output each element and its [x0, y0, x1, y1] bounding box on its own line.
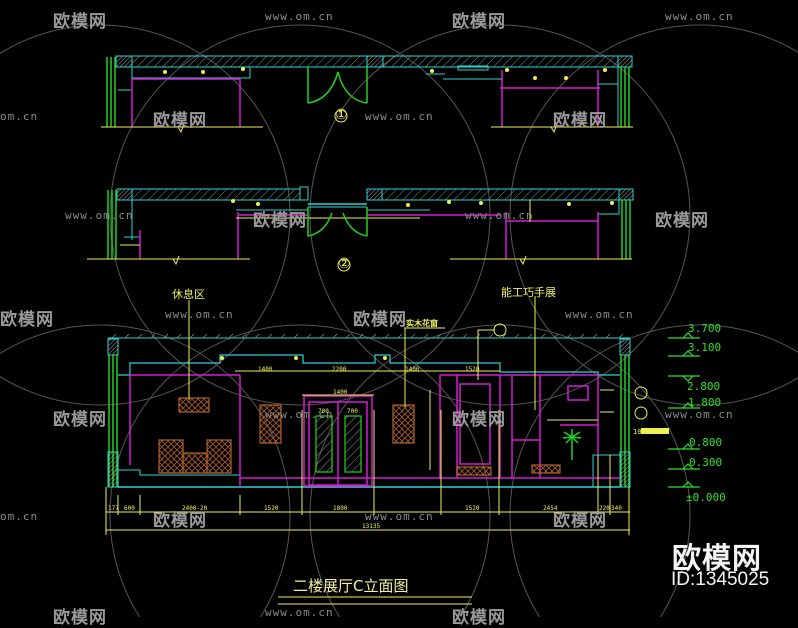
- dim-door-panel-left: 700: [318, 408, 329, 415]
- dim-top-3: 1400: [405, 366, 420, 373]
- dim-bottom-6: 1520: [465, 505, 480, 512]
- watermark-url: www.om.cn: [65, 209, 134, 222]
- watermark-url: www.om.cn: [265, 606, 334, 619]
- level-1800: 1.800: [688, 396, 722, 409]
- section-1-plan: [101, 55, 633, 134]
- watermark-logo: 欧模网: [553, 511, 607, 531]
- watermark-logo: 欧模网: [53, 12, 107, 32]
- level-3700: 3.700: [688, 322, 722, 335]
- watermark-url: www.om.cn: [265, 10, 334, 23]
- watermark-logo: 欧模网: [53, 608, 107, 628]
- brand-logo-text: 欧模网: [672, 541, 763, 575]
- label-wood-flower-window: 实木花窗: [406, 319, 438, 328]
- brand-id: ID:1345025: [671, 569, 770, 590]
- dim-bottom-2: 600: [124, 505, 135, 512]
- watermark-url: www.om.cn: [565, 308, 634, 321]
- watermark-url: om.cn: [0, 510, 39, 523]
- watermark-logo: 欧模网: [53, 410, 107, 430]
- watermark-logo: 欧模网: [452, 410, 506, 430]
- watermark-url: www.om.cn: [365, 110, 434, 123]
- dim-bottom-7: 2454: [543, 505, 558, 512]
- dim-top-2: 2200: [332, 366, 347, 373]
- level-2800: 2.800: [687, 380, 721, 393]
- dim-top-1: 1400: [258, 366, 273, 373]
- watermark-logo: 欧模网: [655, 211, 709, 231]
- dim-bottom-9: 340: [611, 505, 622, 512]
- watermark-circles: [0, 24, 798, 617]
- dim-total: 13135: [362, 523, 381, 530]
- section-2-plan: [87, 186, 634, 272]
- dim-top-4: 1520: [465, 366, 480, 373]
- dim-bottom-3: 2400-20: [182, 505, 208, 512]
- level-0300: 0.300: [689, 456, 723, 469]
- dim-bottom-5: 1800: [333, 505, 348, 512]
- watermark-logo: 欧模网: [452, 608, 506, 628]
- watermark-logo: 欧模网: [452, 12, 506, 32]
- watermark-logo: 欧模网: [353, 310, 407, 330]
- watermark-url: www.om.cn: [265, 408, 334, 421]
- section-marker-1: ①: [335, 107, 348, 123]
- label-rest-area: 休息区: [172, 288, 205, 301]
- dim-bottom-8: 220: [599, 505, 610, 512]
- tag-box-label: 10: [633, 428, 642, 436]
- watermark-url: www.om.cn: [465, 209, 534, 222]
- watermark-logo: 欧模网: [253, 211, 307, 231]
- section-marker-2: ②: [338, 256, 351, 272]
- dim-bottom-1: 177: [108, 505, 119, 512]
- watermark-url: www.om.cn: [365, 510, 434, 523]
- watermark-logo: 欧模网: [0, 310, 54, 330]
- watermark-logo: 欧模网: [153, 511, 207, 531]
- watermark-url: www.om.cn: [665, 408, 734, 421]
- dim-door-width: 1400: [333, 389, 348, 396]
- watermark-logo: 欧模网: [153, 111, 207, 131]
- watermark-logo: 欧模网: [553, 111, 607, 131]
- label-craft-display: 能工巧手展: [501, 286, 556, 299]
- dim-bottom-4: 1520: [264, 505, 279, 512]
- level-3100: 3.100: [688, 341, 722, 354]
- level-0800: 0.800: [689, 436, 723, 449]
- plant-icon: [562, 429, 582, 460]
- level-0000: ±0.000: [686, 491, 726, 504]
- watermark-url: www.om.cn: [665, 10, 734, 23]
- drawing-title: 二楼展厅C立面图: [293, 577, 409, 595]
- watermark-url: om.cn: [0, 110, 39, 123]
- watermark-url: www.om.cn: [165, 308, 234, 321]
- dim-door-panel-right: 700: [347, 408, 358, 415]
- elevation-c-drawing: [105, 296, 700, 605]
